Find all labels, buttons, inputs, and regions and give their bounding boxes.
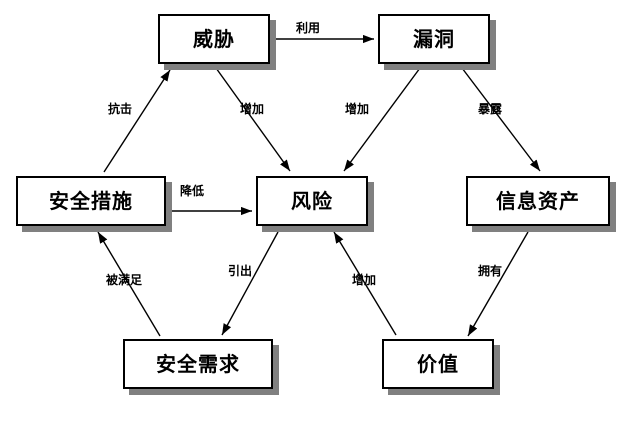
edge-risk-derives-requirement xyxy=(221,231,279,336)
node-label-safeguard: 安全措施 xyxy=(49,189,133,213)
edge-label-safeguard-reduces-risk: 降低 xyxy=(180,184,205,198)
edge-label-threat-increases-risk: 增加 xyxy=(240,102,265,116)
node-value[interactable]: 价值 xyxy=(382,339,494,389)
node-requirement[interactable]: 安全需求 xyxy=(123,339,273,389)
node-threat[interactable]: 威胁 xyxy=(158,14,270,64)
edge-vulnerability-increases-risk xyxy=(343,67,421,172)
edge-label-threat-exploits-vulnerability: 利用 xyxy=(296,21,321,35)
edge-requirement-satisfied-by-safeguard xyxy=(97,231,161,337)
node-label-vulnerability: 漏洞 xyxy=(413,27,455,51)
node-safeguard[interactable]: 安全措施 xyxy=(16,176,166,226)
node-label-value: 价值 xyxy=(417,352,459,376)
node-vulnerability[interactable]: 漏洞 xyxy=(378,14,490,64)
edge-label-vulnerability-increases-risk: 增加 xyxy=(345,102,370,116)
node-risk[interactable]: 风险 xyxy=(256,176,368,226)
edge-threat-increases-risk xyxy=(215,67,291,172)
edge-asset-owns-value xyxy=(467,231,529,337)
edge-label-asset-owns-value: 拥有 xyxy=(478,264,503,278)
edge-label-vulnerability-exposes-asset: 暴露 xyxy=(478,102,503,116)
edge-safeguard-counters-threat xyxy=(103,69,171,173)
node-label-asset: 信息资产 xyxy=(496,189,580,213)
node-label-requirement: 安全需求 xyxy=(156,352,240,376)
edge-label-risk-derives-requirement: 引出 xyxy=(228,264,253,278)
edge-label-requirement-satisfied-by-safeguard: 被满足 xyxy=(106,273,143,287)
edge-label-safeguard-counters-threat: 抗击 xyxy=(108,102,133,116)
node-label-threat: 威胁 xyxy=(193,27,235,51)
node-asset[interactable]: 信息资产 xyxy=(466,176,610,226)
edge-label-value-increases-risk: 增加 xyxy=(352,273,377,287)
edge-value-increases-risk xyxy=(333,231,397,336)
edge-vulnerability-exposes-asset xyxy=(461,67,541,172)
node-label-risk: 风险 xyxy=(291,189,333,213)
